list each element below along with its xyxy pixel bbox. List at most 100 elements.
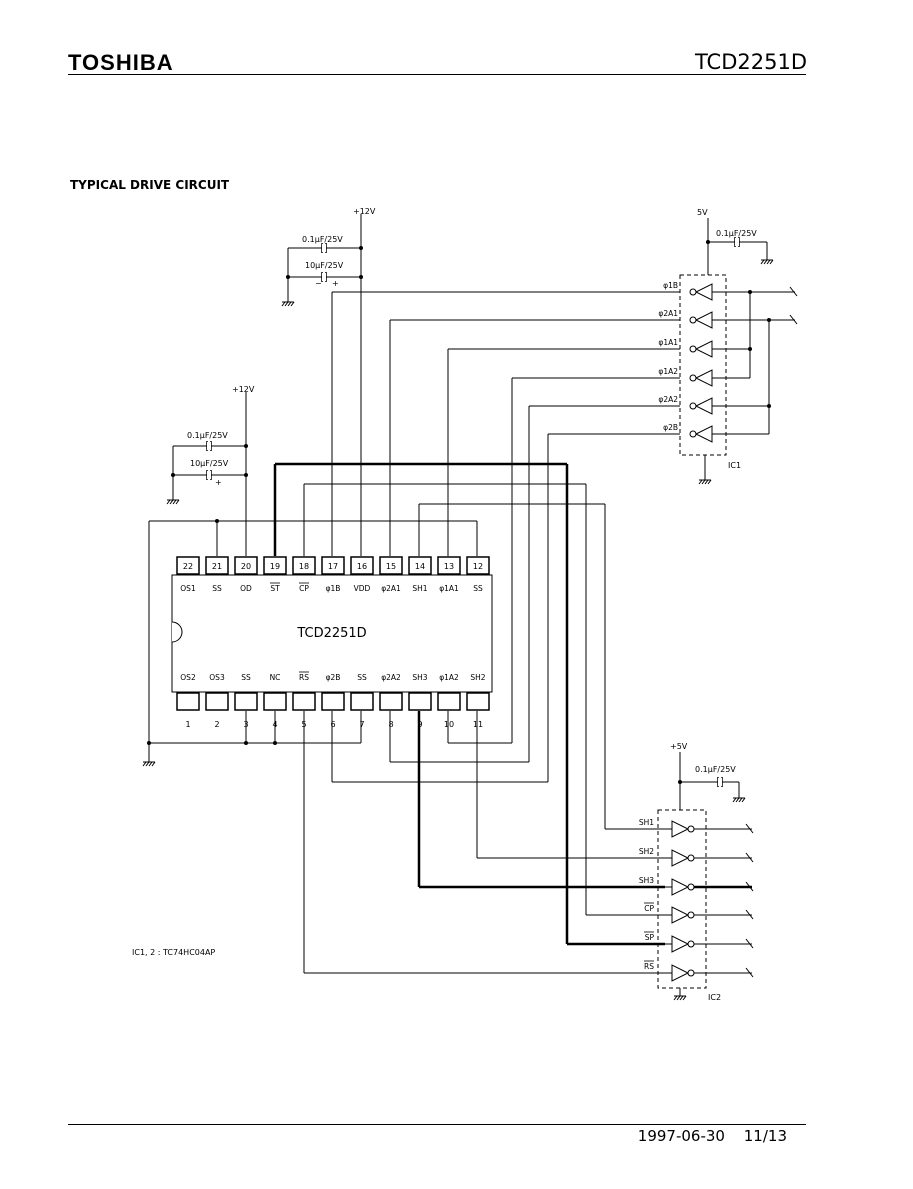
pin-label: SH3 (412, 673, 427, 682)
pin-number: 9 (417, 720, 422, 729)
pin-number: 6 (330, 720, 335, 729)
footer-rule (68, 1124, 806, 1125)
pin-number: 16 (357, 562, 367, 571)
pin-label: SS (212, 584, 222, 593)
pin-18 (292, 556, 316, 575)
pin-6 (321, 692, 345, 711)
signal-label: φ1A2 (658, 367, 678, 376)
pin-14 (408, 556, 432, 575)
ic2-inverters (671, 820, 695, 982)
cap4-label: 10μF/25V (190, 459, 229, 468)
pin-label: SH2 (470, 673, 485, 682)
pin-2 (205, 692, 229, 711)
cap-01uf-label: 0.1μF/25V (302, 235, 343, 244)
signal-label: φ1A1 (658, 338, 678, 347)
pin-12 (466, 556, 490, 575)
pin-number: 1 (185, 720, 190, 729)
cap6-label: 0.1μF/25V (695, 765, 736, 774)
pin-16 (350, 556, 374, 575)
pin-label: OD (240, 584, 252, 593)
signal-label: SH2 (639, 847, 654, 856)
pin-label: ST (270, 584, 280, 593)
header-rule (68, 74, 806, 75)
pin-label: SS (241, 673, 251, 682)
pin-label: OS3 (209, 673, 225, 682)
cap3-label: 0.1μF/25V (187, 431, 228, 440)
pin-number: 17 (328, 562, 338, 571)
ic2-label: IC2 (708, 993, 721, 1002)
pin-number: 21 (212, 562, 222, 571)
v5-top-label: 5V (697, 208, 708, 217)
plus-sign: + (332, 279, 339, 288)
pin-label: φ2A2 (381, 673, 401, 682)
section-title: TYPICAL DRIVE CIRCUIT (70, 178, 230, 192)
pin-7 (350, 692, 374, 711)
pin-number: 2 (214, 720, 219, 729)
signal-label: CP (644, 904, 654, 913)
signal-label: φ1B (663, 281, 678, 290)
pin-19 (263, 556, 287, 575)
pin-15 (379, 556, 403, 575)
pin-11 (466, 692, 490, 711)
pin-label: φ1A2 (439, 673, 459, 682)
signal-label: SH1 (639, 818, 654, 827)
pin-22 (176, 556, 200, 575)
pin-label: SS (473, 584, 483, 593)
signal-label: RS (644, 962, 654, 971)
pin-4 (263, 692, 287, 711)
pin-20 (234, 556, 258, 575)
pin-number: 8 (388, 720, 393, 729)
pin-label: NC (270, 673, 281, 682)
pin-21 (205, 556, 229, 575)
pin-number: 7 (359, 720, 364, 729)
cap-10uf-label: 10μF/25V (305, 261, 344, 270)
footer-date: 1997-06-30 (637, 1127, 725, 1145)
signal-label: SH3 (639, 876, 654, 885)
pin-17 (321, 556, 345, 575)
pin-number: 15 (386, 562, 396, 571)
signal-label: φ2B (663, 423, 678, 432)
cap5-label: 0.1μF/25V (716, 229, 757, 238)
pin-label: φ1B (326, 584, 341, 593)
pin-label: SH1 (412, 584, 427, 593)
pin-number: 3 (243, 720, 248, 729)
pin-label: RS (299, 673, 309, 682)
pin-number: 11 (473, 720, 483, 729)
ic-note: IC1, 2 : TC74HC04AP (132, 948, 215, 957)
document-number: TCD2251D (694, 50, 807, 74)
pin-5 (292, 692, 316, 711)
v12-top-label: +12V (353, 207, 376, 216)
pin-number: 14 (415, 562, 425, 571)
v5-bottom-label: +5V (670, 742, 688, 751)
v12-left-label: +12V (232, 385, 255, 394)
pin-3 (234, 692, 258, 711)
pin-label: OS2 (180, 673, 196, 682)
pin-label: φ1A1 (439, 584, 459, 593)
pin-number: 19 (270, 562, 280, 571)
footer: 1997-06-30 11/13 (624, 1127, 787, 1145)
pin-8 (379, 692, 403, 711)
pin-number: 4 (272, 720, 277, 729)
pin-label: VDD (354, 584, 371, 593)
pin-number: 22 (183, 562, 193, 571)
plus-sign-2: + (215, 478, 222, 487)
pin-number: 10 (444, 720, 454, 729)
pin-number: 5 (301, 720, 306, 729)
minus-sign: − (315, 279, 322, 288)
pin-number: 13 (444, 562, 454, 571)
pin-13 (437, 556, 461, 575)
pin-label: OS1 (180, 584, 196, 593)
pin-label: φ2B (326, 673, 341, 682)
ic1-inverters (689, 283, 713, 443)
pin-number: 20 (241, 562, 251, 571)
ic1-label: IC1 (728, 461, 741, 470)
pin-number: 18 (299, 562, 309, 571)
signal-label: φ2A2 (658, 395, 678, 404)
pin-label: CP (299, 584, 309, 593)
pin-1 (176, 692, 200, 711)
pin-label: φ2A1 (381, 584, 401, 593)
chip-name: TCD2251D (296, 626, 366, 641)
signal-label: SP (645, 933, 655, 942)
pin-9 (408, 692, 432, 711)
